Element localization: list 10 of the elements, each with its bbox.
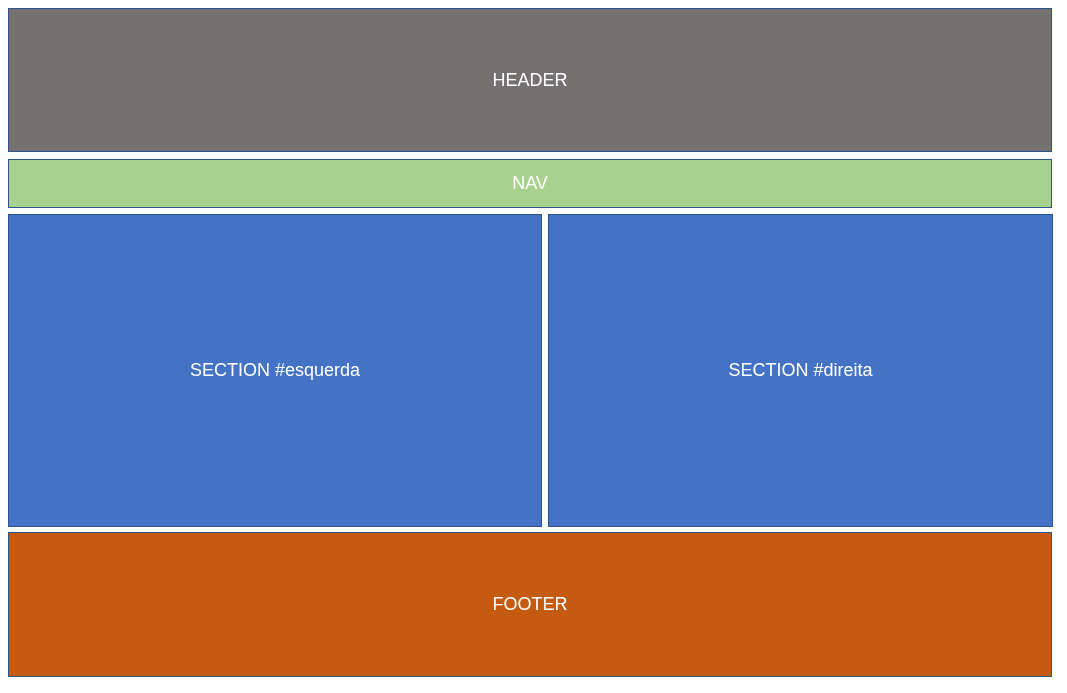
block-label: NAV [512,173,548,194]
layout-block [548,214,1053,527]
layout-block [8,8,1052,152]
layout-block [8,532,1052,677]
layout-block [8,214,542,527]
block-label: HEADER [492,69,568,91]
layout-block [8,159,1052,208]
block-label: FOOTER [492,594,568,615]
block-label: SECTION #esquerda [189,360,361,381]
block-label: SECTION #direita [728,360,873,381]
